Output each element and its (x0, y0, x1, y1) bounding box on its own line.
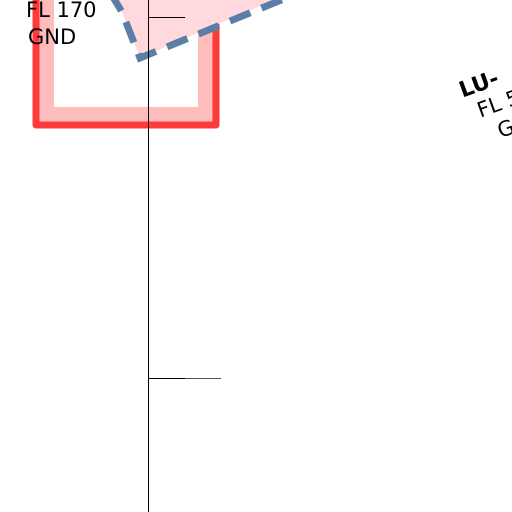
restricted-area-left (32, 0, 220, 129)
dashed-area-top (110, 0, 291, 63)
restricted-area-border (32, 0, 220, 129)
dashed-area-border (110, 0, 291, 63)
restricted-area-lower-limit: GND (28, 25, 76, 49)
restricted-area-inner-band (36, 0, 216, 125)
restricted-area-upper-limit: FL 170 (26, 0, 97, 22)
dashed-area-fill (117, 0, 274, 58)
reference-line (148, 0, 221, 512)
airspace-lu-lower-limit: GN (494, 109, 512, 142)
